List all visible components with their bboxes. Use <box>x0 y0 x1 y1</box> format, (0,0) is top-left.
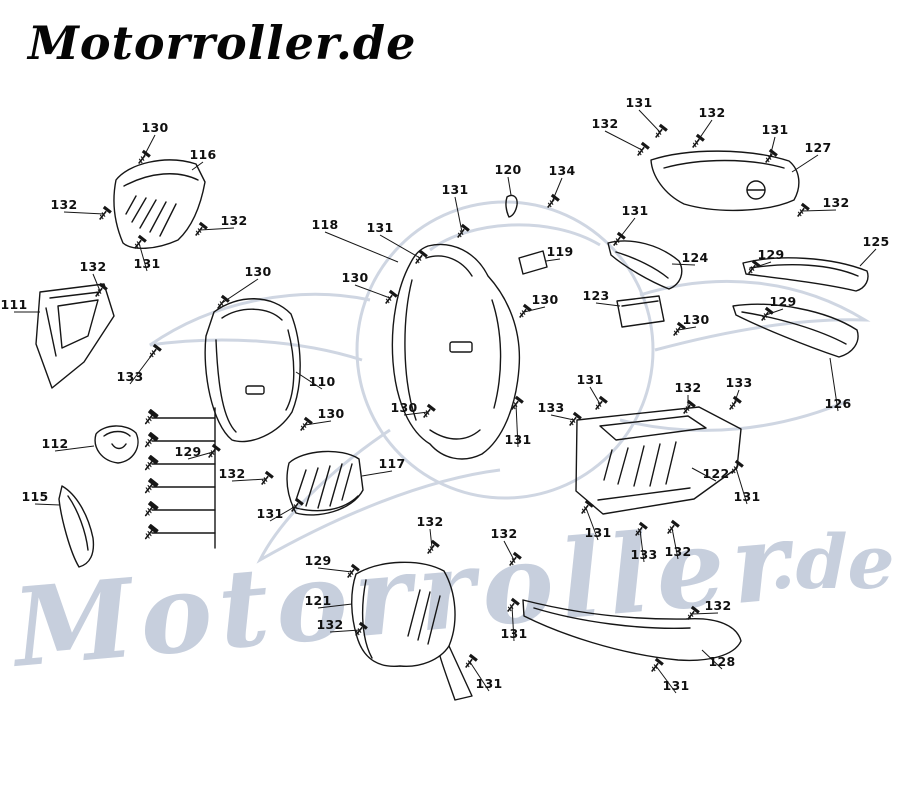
leader-line <box>361 470 393 477</box>
screw-icon <box>631 520 649 540</box>
screw-icon <box>633 140 651 160</box>
leader-line <box>671 527 679 560</box>
leader-line <box>199 227 235 231</box>
screw-icon <box>343 562 361 582</box>
screw-icon <box>423 538 441 558</box>
leader-line <box>691 467 717 482</box>
part-122-shape <box>575 406 742 515</box>
leader-line <box>589 386 601 405</box>
leader-line <box>324 231 399 263</box>
screw-icon <box>669 320 687 340</box>
leader-line <box>677 326 697 331</box>
winged-logo-watermark <box>149 200 871 564</box>
leader-line <box>403 411 429 416</box>
leader-line <box>801 209 837 212</box>
screw-icon <box>663 518 681 538</box>
part-123-shape <box>616 295 665 328</box>
screw-icon <box>647 656 665 676</box>
leader-line <box>92 273 101 292</box>
leader-line <box>317 603 353 609</box>
screw-icon <box>727 458 745 478</box>
leader-line <box>523 306 546 313</box>
leader-line <box>231 478 267 482</box>
part-119-shape <box>518 250 548 275</box>
part-112-shape <box>94 425 139 464</box>
part-129-fastener-column <box>141 407 216 549</box>
part-116-shape <box>113 159 206 249</box>
part-110-shape <box>204 298 301 443</box>
leader-line <box>765 308 784 316</box>
leader-line <box>304 420 332 426</box>
part-128-shape <box>522 599 742 662</box>
leader-line <box>550 414 575 421</box>
leader-line <box>604 130 643 151</box>
part-115-shape <box>58 485 95 568</box>
leader-line <box>429 528 433 549</box>
leader-line <box>595 302 621 307</box>
leader-line <box>503 540 515 561</box>
leader-line <box>269 505 297 522</box>
part-117-shape <box>286 450 364 516</box>
leader-line <box>735 467 748 505</box>
part-111-shape <box>35 283 115 389</box>
leader-line <box>701 649 723 670</box>
callout-leader-layer <box>14 109 877 694</box>
leader-line <box>638 109 661 133</box>
leader-line <box>295 371 323 390</box>
leader-line <box>545 258 561 262</box>
leader-line <box>691 612 719 615</box>
part-125-shape <box>742 257 869 292</box>
leader-line <box>63 211 105 215</box>
screw-icon <box>515 302 533 322</box>
part-124-shape <box>607 240 683 290</box>
screw-icon <box>419 402 437 422</box>
leader-line <box>752 261 772 269</box>
part-118-shape <box>391 243 521 460</box>
screw-icon <box>145 342 163 362</box>
leader-line <box>859 248 877 267</box>
screw-icon <box>296 415 314 435</box>
leader-line <box>138 242 148 272</box>
watermark-suffix: .de <box>770 520 895 606</box>
leader-line <box>769 136 776 158</box>
leader-line <box>511 605 515 642</box>
screw-icon <box>688 132 706 152</box>
screw-icon <box>591 394 609 414</box>
part-120-shape <box>505 194 518 218</box>
screw-icon <box>461 652 479 672</box>
leader-line <box>515 403 519 448</box>
leader-line <box>34 503 61 506</box>
leader-line <box>791 154 819 173</box>
leader-line <box>191 161 204 171</box>
leader-line <box>354 284 391 299</box>
screw-icon <box>609 230 627 250</box>
part-127-shape <box>650 150 800 212</box>
leader-line <box>585 507 599 541</box>
screw-icon <box>725 394 743 414</box>
leader-line <box>329 629 361 633</box>
part-126-shape <box>732 303 859 358</box>
part-shapes <box>35 150 869 701</box>
leader-line <box>54 445 95 452</box>
leader-line <box>507 176 512 196</box>
leader-line <box>379 234 421 259</box>
leader-line <box>317 567 353 573</box>
leader-line <box>469 661 490 692</box>
leader-line <box>454 196 463 233</box>
leader-line <box>639 529 645 563</box>
screw-icon <box>381 288 399 308</box>
screw-icon <box>577 498 595 518</box>
leader-line <box>829 357 839 412</box>
screw-icon <box>204 442 222 462</box>
leader-line <box>655 665 677 694</box>
screw-icon <box>505 550 523 570</box>
leader-line <box>671 263 696 266</box>
part-121-shape <box>351 561 473 701</box>
brand-logo: Motorroller.de <box>28 16 417 70</box>
